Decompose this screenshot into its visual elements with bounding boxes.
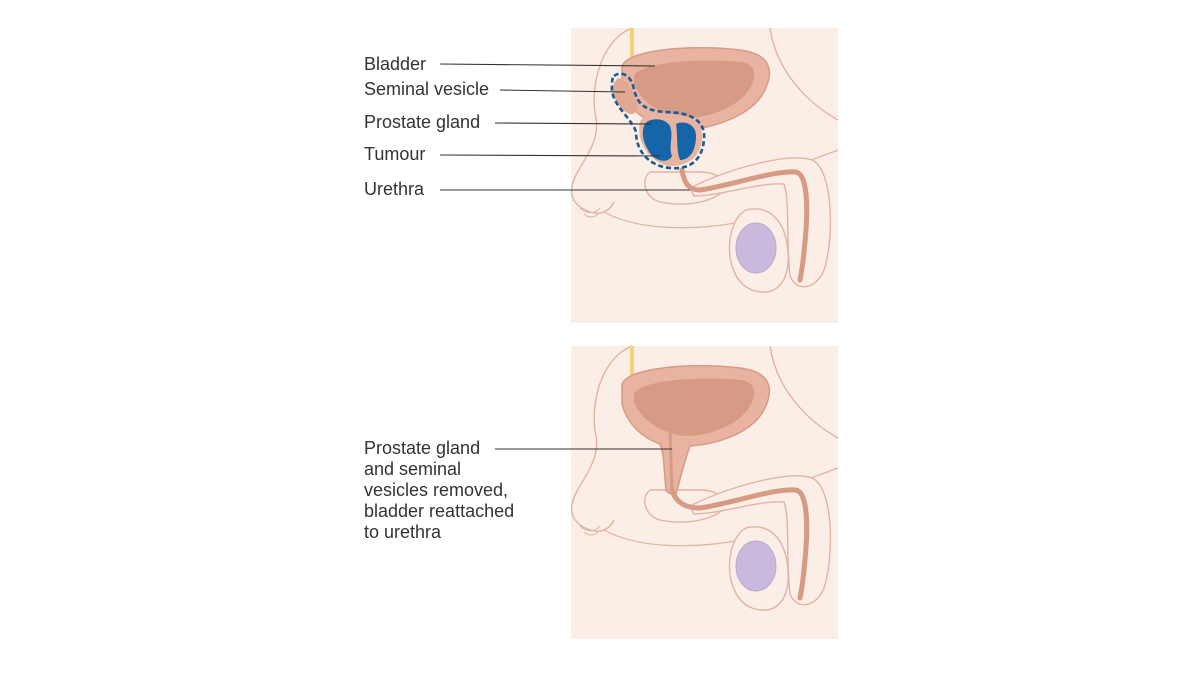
removed-line: vesicles removed, <box>364 480 509 500</box>
label-prostate-gland: Prostate gland <box>364 112 481 132</box>
testis <box>735 222 777 274</box>
removed-line: and seminal <box>364 459 462 479</box>
bladder-neck <box>668 429 674 493</box>
label-seminal-vesicle: Seminal vesicle <box>364 79 490 99</box>
urethra-tube <box>679 167 810 283</box>
after-panel <box>495 345 839 639</box>
leader-bladder <box>439 63 656 67</box>
removed-line: bladder reattached <box>364 501 515 521</box>
abdominal-wall <box>769 345 839 439</box>
before-panel <box>439 27 839 323</box>
pelvic-floor <box>603 529 741 547</box>
label-bladder: Bladder <box>364 54 427 74</box>
testis <box>735 540 777 592</box>
label-tumour: Tumour <box>364 144 426 164</box>
body-contour <box>571 345 633 532</box>
anus-mark <box>579 207 601 218</box>
label-removed-description: Prostate gland and seminal vesicles remo… <box>364 438 514 543</box>
removed-line: Prostate gland <box>364 438 481 458</box>
leader-prostate-gland <box>494 122 653 125</box>
tumour-right <box>676 122 696 160</box>
bladder-lumen <box>634 378 755 436</box>
tumour-left <box>642 119 672 161</box>
bladder-lumen <box>634 60 755 118</box>
body-contour <box>571 27 633 214</box>
abdominal-wall <box>769 27 839 121</box>
pelvic-floor <box>603 211 741 229</box>
penis <box>689 157 832 288</box>
leader-tumour <box>439 154 661 157</box>
label-urethra: Urethra <box>364 179 425 199</box>
removed-line: to urethra <box>364 522 442 542</box>
penis <box>689 475 832 606</box>
removal-outline <box>610 72 706 170</box>
seminal-vesicle <box>612 78 638 115</box>
anus-mark <box>579 525 601 536</box>
before-leader-lines <box>439 63 690 191</box>
leader-seminal-vesicle <box>499 89 626 93</box>
urethra-tube <box>669 487 810 601</box>
